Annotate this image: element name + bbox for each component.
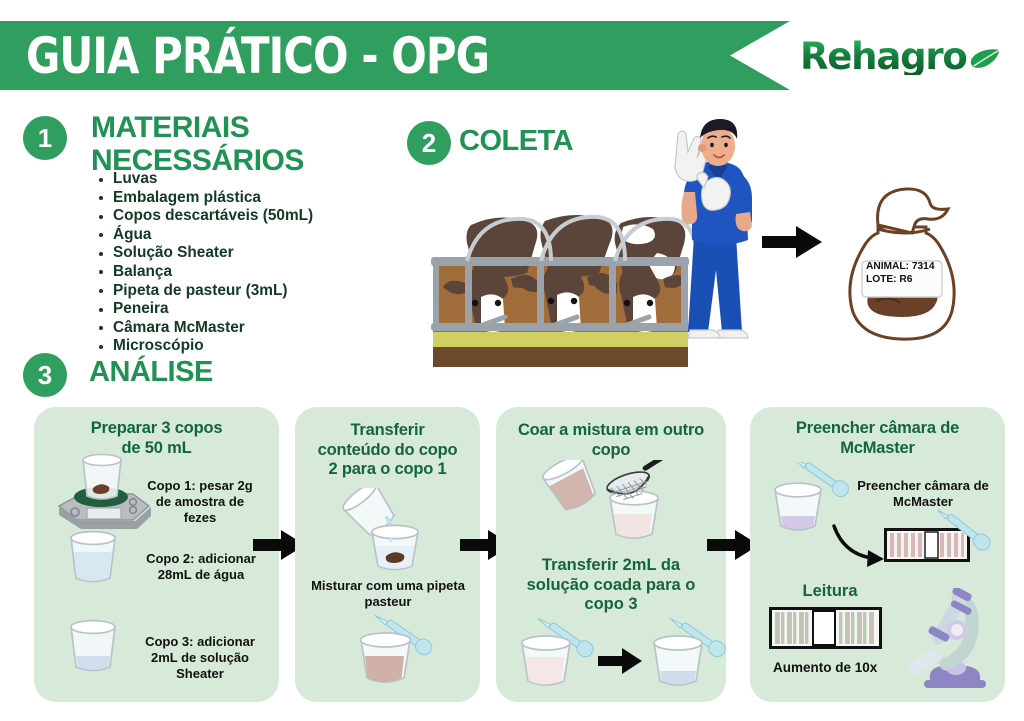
panel-4-caption-1: Preencher câmara de McMaster xyxy=(857,478,989,509)
curved-arrow-icon xyxy=(832,524,884,567)
step-1-badge: 1 xyxy=(23,116,67,160)
panel-4-mid-heading: Leitura xyxy=(802,582,858,600)
cup-sheater-icon xyxy=(70,619,116,672)
panel-1-caption-2: Copo 2: adicionar 28mL de água xyxy=(146,551,256,582)
list-item: Pipeta de pasteur (3mL) xyxy=(96,282,396,301)
step-1-title-line1: MATERIAIS xyxy=(91,111,250,144)
arrow-right-icon xyxy=(598,648,642,674)
mcmaster-reading-grid-icon xyxy=(769,607,882,649)
step-1-number: 1 xyxy=(37,122,53,153)
panel-2-caption-1: Misturar com uma pipeta pasteur xyxy=(311,578,465,609)
step-2-badge: 2 xyxy=(407,121,451,165)
list-item: Embalagem plástica xyxy=(96,189,396,208)
straining-mixture-illustration xyxy=(541,460,669,539)
bag-label-animal: ANIMAL: 7314 xyxy=(866,261,935,272)
step-2-title: COLETA xyxy=(459,125,574,157)
list-item: Solução Sheater xyxy=(96,244,396,263)
list-item: Microscópio xyxy=(96,337,396,356)
arrow-right-icon xyxy=(707,530,759,560)
pouring-cup-illustration xyxy=(342,488,420,571)
list-item: Peneira xyxy=(96,300,396,319)
step-1-title-line2: NECESSÁRIOS xyxy=(91,144,304,177)
cup-draw-pipette-illustration xyxy=(521,617,594,686)
list-item: Luvas xyxy=(96,170,396,189)
step-3-number: 3 xyxy=(37,359,53,390)
list-item: Balança xyxy=(96,263,396,282)
step-3-badge: 3 xyxy=(23,353,67,397)
panel-2-heading: Transferir conteúdo do copo 2 para o cop… xyxy=(317,421,458,478)
cows-at-feed-fence-illustration xyxy=(431,214,699,367)
panel-1-heading: Preparar 3 copos de 50 mL xyxy=(90,419,223,457)
mcmaster-chamber-icon xyxy=(884,528,970,562)
veterinarian-illustration xyxy=(674,119,752,339)
weighing-scale-icon xyxy=(57,453,151,529)
panel-3-heading: Coar a mistura em outro copo xyxy=(517,421,705,459)
sample-bag-illustration xyxy=(848,187,956,341)
panel-3-mid-heading: Transferir 2mL da solução coada para o c… xyxy=(526,556,696,613)
panel-4-heading: Preencher câmara de McMaster xyxy=(795,419,960,457)
cup-fill-pipette-illustration xyxy=(773,462,849,531)
rehagro-logo: Rehagro xyxy=(800,30,1000,82)
step-1-title: MATERIAIS NECESSÁRIOS xyxy=(91,113,304,176)
cup-with-pipette-illustration xyxy=(359,614,433,683)
panel-4-caption-2: Aumento de 10x xyxy=(773,660,878,675)
step-2-number: 2 xyxy=(421,127,437,158)
panel-1-caption-1: Copo 1: pesar 2g de amostra de fezes xyxy=(147,478,253,525)
cup-receive-pipette-illustration xyxy=(653,617,726,686)
list-item: Câmara McMaster xyxy=(96,319,396,338)
logo-wordmark: Rehagro xyxy=(800,34,968,78)
leaf-icon xyxy=(970,49,1000,68)
arrow-right-icon xyxy=(253,530,305,560)
bag-label: ANIMAL: 7314 LOTE: R6 xyxy=(866,261,944,286)
pipette-icon xyxy=(937,509,991,551)
header-banner: GUIA PRÁTICO - OPG xyxy=(0,21,790,90)
list-item: Água xyxy=(96,226,396,245)
page-title: GUIA PRÁTICO - OPG xyxy=(26,26,490,85)
list-item: Copos descartáveis (50mL) xyxy=(96,207,396,226)
step-3-title: ANÁLISE xyxy=(89,356,213,388)
arrow-right-icon xyxy=(762,226,822,258)
panel-1-caption-3: Copo 3: adicionar 2mL de solução Sheater xyxy=(145,634,255,681)
cup-water-icon xyxy=(70,530,116,583)
microscope-icon xyxy=(906,588,986,688)
bag-label-lote: LOTE: R6 xyxy=(866,273,913,285)
materials-list: Luvas Embalagem plástica Copos descartáv… xyxy=(96,170,396,356)
